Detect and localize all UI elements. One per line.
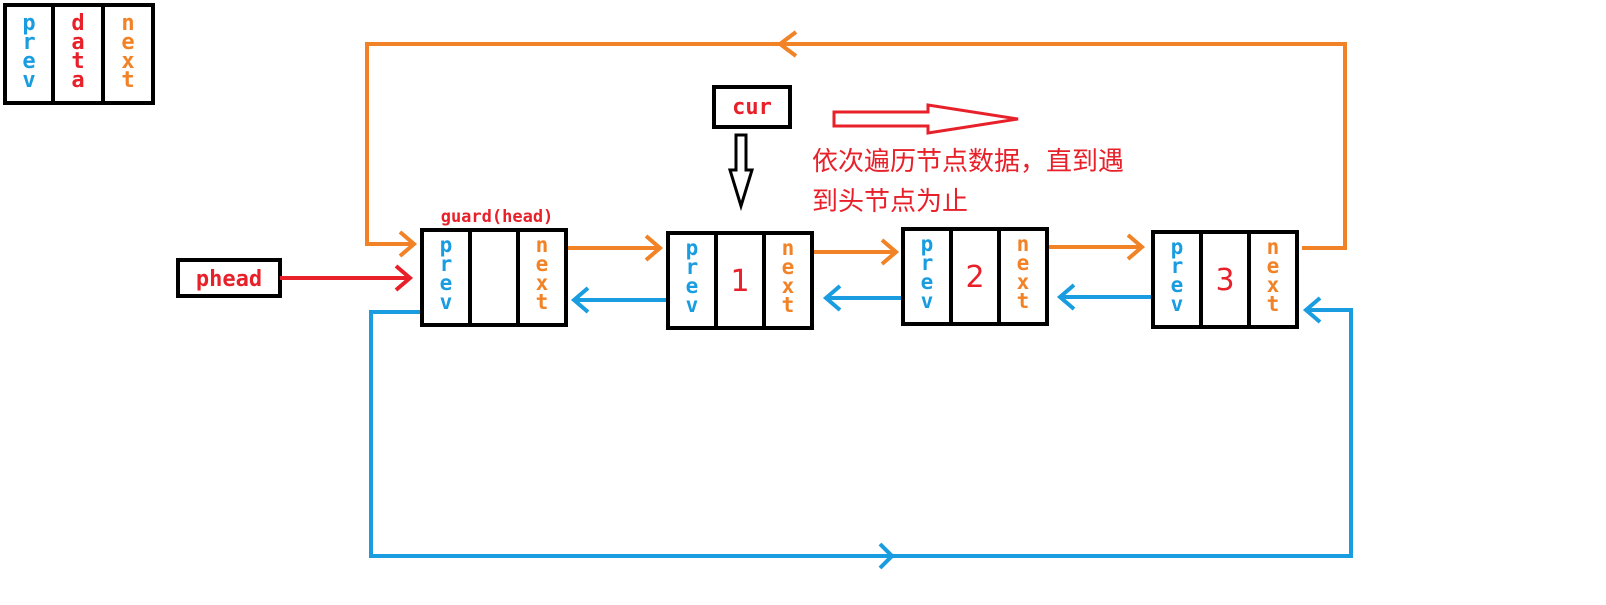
guard-label: guard(head) — [441, 207, 554, 227]
prev-cell — [1151, 230, 1203, 329]
prev-loop-arrow — [369, 296, 1353, 570]
prev-cell — [901, 227, 953, 326]
note-line-2: 到头节点为止 — [812, 187, 968, 217]
node-value: 2 — [965, 260, 984, 295]
prev-cell — [666, 231, 718, 330]
cur-down-arrow-icon — [727, 133, 755, 212]
cur-label: cur — [732, 95, 772, 120]
next-cell — [1247, 230, 1299, 329]
node-value: 3 — [1215, 263, 1234, 298]
data-cell — [714, 231, 766, 330]
next-loop-arrow — [365, 30, 1347, 258]
phead-label: phead — [196, 267, 262, 292]
next-arrows — [560, 233, 1146, 266]
phead-pointer: phead — [176, 258, 414, 298]
next-cell — [516, 228, 568, 327]
next-cell — [997, 227, 1049, 326]
node-value: 1 — [730, 264, 749, 299]
prev-cell — [420, 228, 472, 327]
cur-pointer: cur — [712, 85, 792, 212]
data-cell — [1199, 230, 1251, 329]
note-line-1: 依次遍历节点数据，直到遇 — [812, 147, 1124, 177]
data-cell — [468, 228, 520, 327]
next-cell — [762, 231, 814, 330]
prev-arrows — [570, 283, 1165, 314]
traverse-direction-arrow-icon — [832, 103, 1019, 135]
